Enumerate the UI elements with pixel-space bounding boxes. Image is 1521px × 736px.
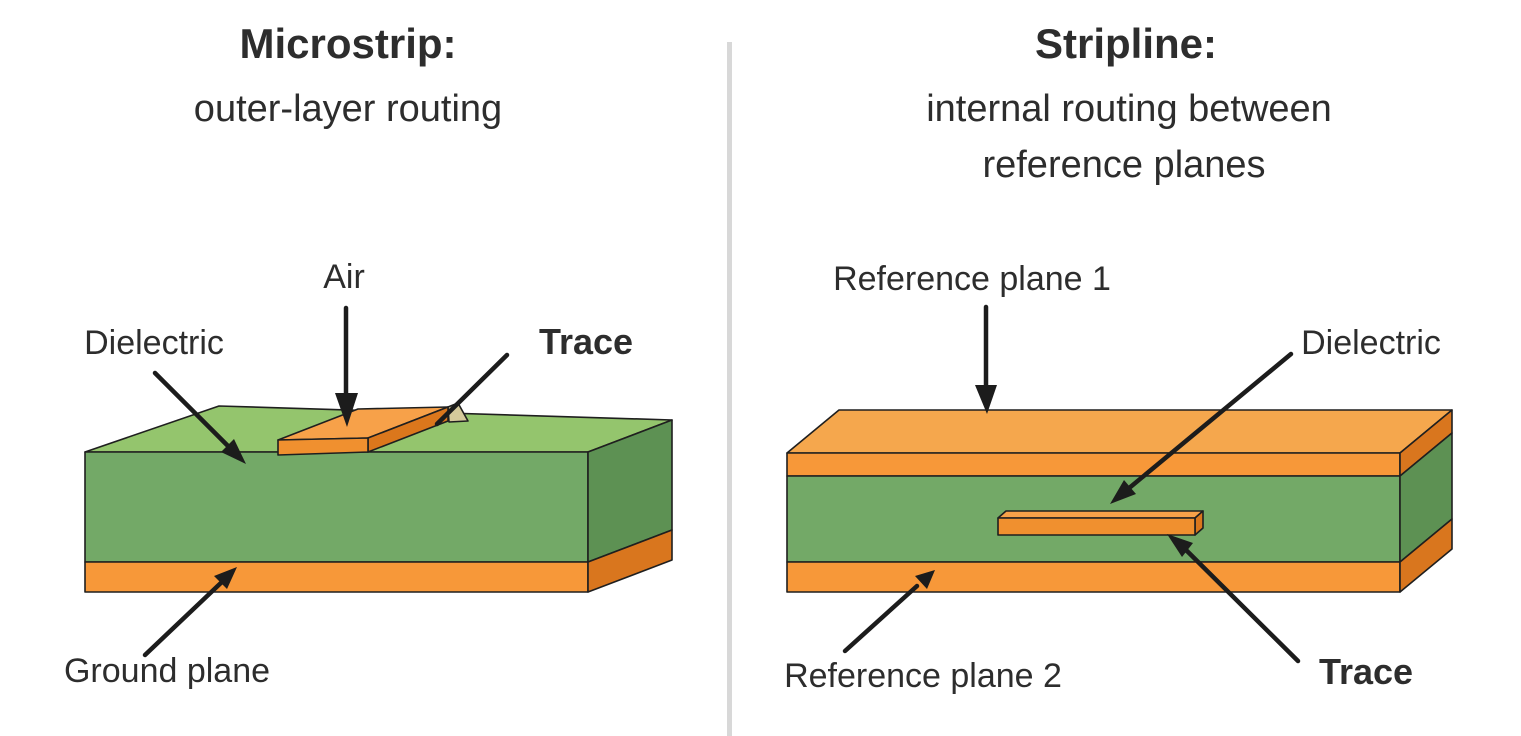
air-arrow-head bbox=[335, 393, 358, 427]
trace-right-arrow-shaft bbox=[1181, 545, 1301, 664]
reference-plane-2-label: Reference plane 2 bbox=[784, 657, 1062, 695]
ground-plane-arrow-shaft bbox=[142, 577, 227, 658]
stripline-trace-front-face bbox=[997, 517, 1196, 536]
stripline-reference-plane-1-front-face bbox=[786, 452, 1401, 477]
ground-plane-label: Ground plane bbox=[63, 652, 271, 690]
annotation-arrows bbox=[142, 304, 1301, 664]
stripline-block bbox=[786, 409, 1453, 593]
trace-right-arrow-head bbox=[1167, 534, 1193, 557]
dielectric-left-arrow-head bbox=[221, 439, 246, 464]
microstrip-ground-plane-side-face bbox=[587, 529, 673, 593]
stripline-reference-plane-2-front-face bbox=[786, 561, 1401, 593]
stripline-reference-plane-2-side-face bbox=[1399, 518, 1453, 593]
stripline-reference-plane-1-top-face bbox=[786, 409, 1453, 454]
microstrip-trace-front-face bbox=[277, 437, 369, 456]
ground-plane-arrow-head bbox=[214, 567, 237, 589]
dielectric-right-arrow-shaft bbox=[1125, 351, 1294, 492]
dielectric-left-arrow-shaft bbox=[152, 370, 233, 451]
trace-left-label: Trace bbox=[538, 321, 634, 362]
microstrip-ground-plane-front-face bbox=[84, 561, 589, 593]
dielectric-right-arrow-head bbox=[1110, 480, 1136, 504]
reference-plane-2-arrow-shaft bbox=[842, 583, 920, 654]
stripline-title: Stripline: bbox=[1034, 20, 1218, 67]
dielectric-right-label: Dielectric bbox=[1301, 324, 1441, 362]
stripline-trace-top-face bbox=[997, 510, 1204, 519]
microstrip-block bbox=[84, 402, 673, 593]
stripline-subtitle-line2: reference planes bbox=[982, 144, 1266, 186]
dielectric-left-label: Dielectric bbox=[84, 324, 224, 362]
reference-plane-1-label: Reference plane 1 bbox=[833, 260, 1111, 298]
air-label: Air bbox=[323, 258, 365, 296]
reference-plane-1-arrow-head bbox=[975, 385, 997, 414]
trace-left-leader-line bbox=[434, 352, 510, 427]
stripline-subtitle-line1: internal routing between bbox=[926, 88, 1332, 130]
panel-divider bbox=[727, 42, 732, 736]
microstrip-dielectric-front-face bbox=[84, 451, 589, 563]
trace-right-label: Trace bbox=[1318, 651, 1414, 692]
microstrip-title: Microstrip: bbox=[239, 20, 457, 67]
microstrip-subtitle: outer-layer routing bbox=[193, 88, 503, 130]
reference-plane-2-arrow-head bbox=[915, 570, 935, 589]
